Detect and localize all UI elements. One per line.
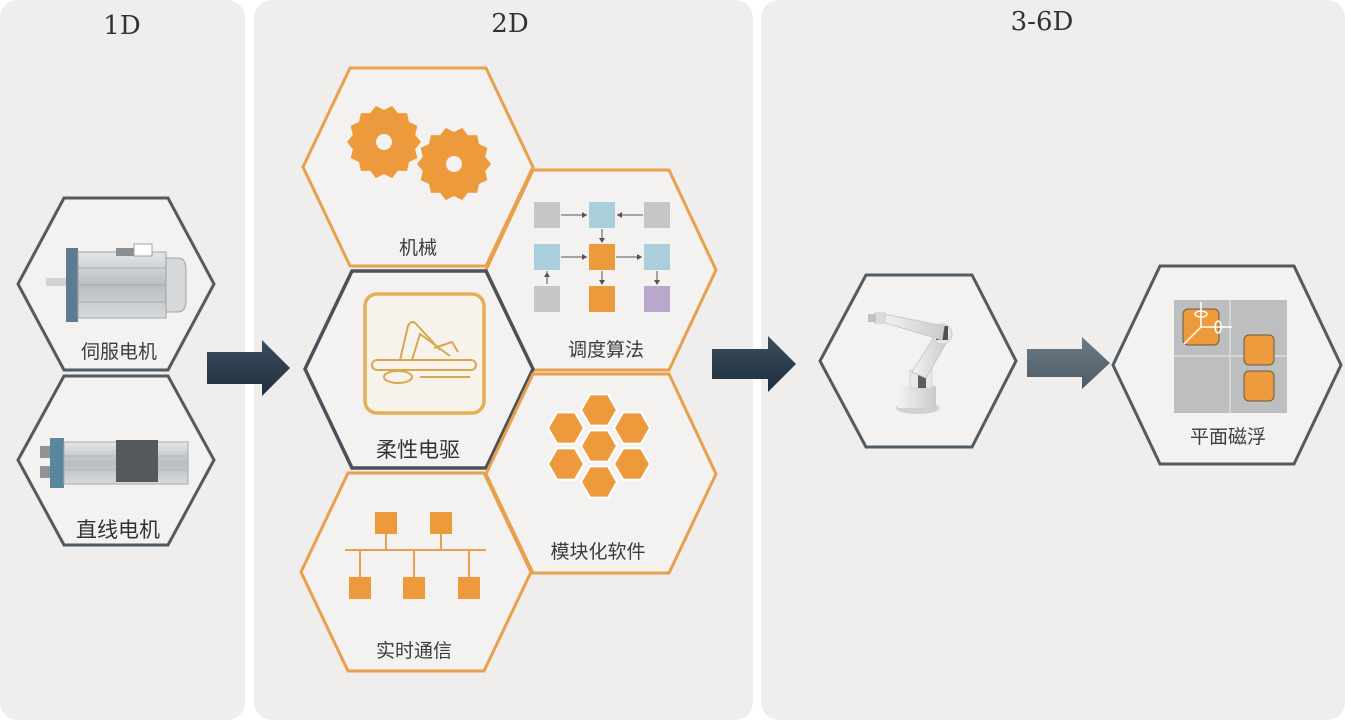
machinery-label: 机械: [399, 237, 437, 259]
modular-software-label: 模块化软件: [550, 541, 645, 563]
arrow-2d-to-3d: [712, 336, 796, 392]
scheduling-label: 调度算法: [568, 339, 644, 361]
flexible-drive-label: 柔性电驱: [376, 438, 460, 462]
hex-modular-software: 模块化软件: [484, 372, 718, 575]
honeycomb-icon: [546, 393, 652, 499]
scheduling-graph-icon: [534, 202, 670, 312]
linear-motor-icon: [40, 438, 189, 488]
realtime-comm-label: 实时通信: [376, 640, 452, 662]
gears-icon: [347, 105, 491, 201]
honeycomb-cell: [546, 411, 586, 445]
honeycomb-cell: [579, 465, 619, 499]
honeycomb-cell: [579, 429, 619, 463]
hex-robot-arm: [818, 273, 1018, 449]
hex-flexible-drive: 柔性电驱: [303, 269, 535, 470]
hex-machinery: 机械: [301, 66, 535, 268]
linear-motor-label: 直线电机: [76, 518, 160, 542]
panel-title-3-6d: 3-6D: [1011, 7, 1074, 37]
honeycomb-cell: [579, 393, 619, 427]
honeycomb-cell: [612, 447, 652, 481]
arrow-1d-to-2d: [207, 340, 290, 396]
hex-maglev: 平面磁浮: [1111, 264, 1343, 466]
track-layout-icon: [363, 292, 486, 415]
honeycomb-cell: [546, 447, 586, 481]
hex-realtime-comm: 实时通信: [299, 471, 533, 673]
network-bus-icon: [345, 512, 486, 599]
honeycomb-cell: [612, 411, 652, 445]
hex-servo-motor: 伺服电机: [16, 196, 216, 372]
hex-scheduling: 调度算法: [484, 168, 718, 372]
panel-title-1d: 1D: [103, 11, 140, 41]
maglev-plane-icon: [1174, 300, 1287, 413]
hex-linear-motor: 直线电机: [16, 374, 216, 547]
robot-arm-icon: [868, 312, 953, 414]
servo-motor-label: 伺服电机: [81, 341, 157, 363]
servo-motor-icon: [46, 243, 187, 322]
arrow-robot-to-maglev: [1027, 337, 1110, 389]
panel-title-2d: 2D: [491, 9, 528, 39]
maglev-label: 平面磁浮: [1190, 426, 1266, 448]
